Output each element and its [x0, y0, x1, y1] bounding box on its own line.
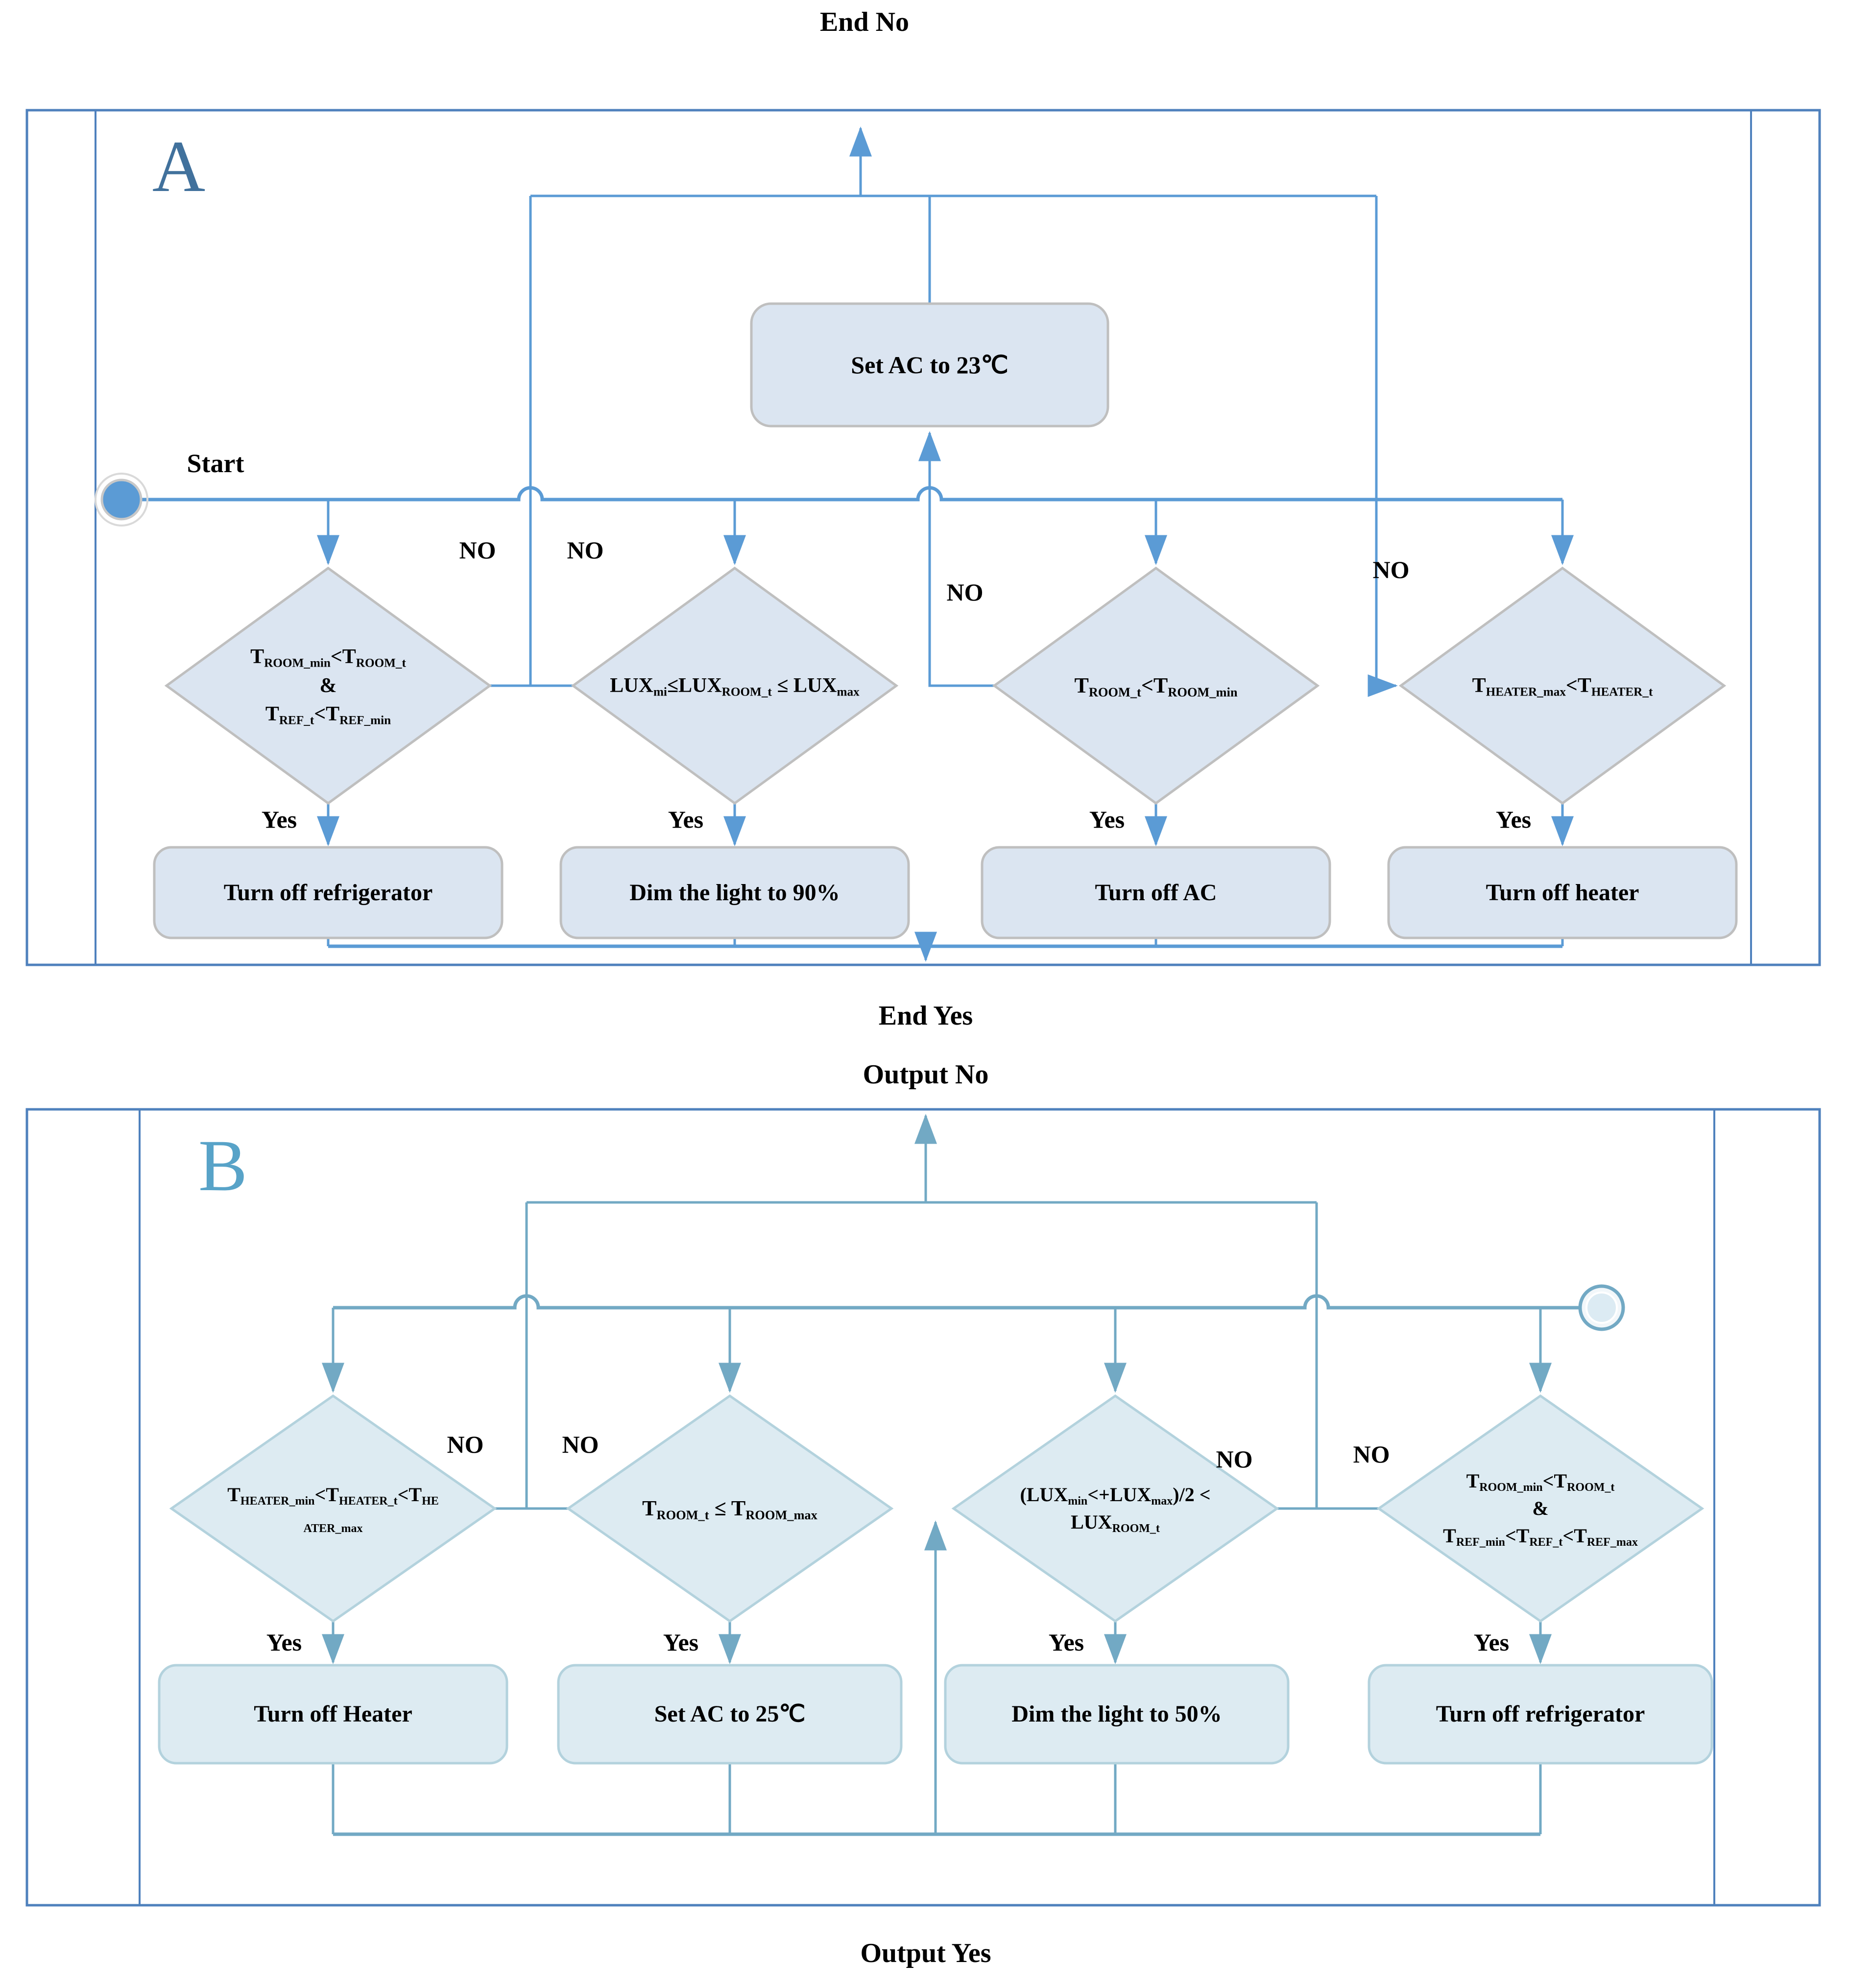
action-a2-shape — [559, 846, 910, 939]
panel-b-border — [25, 1108, 1821, 1907]
action-a1-shape — [153, 846, 504, 939]
action-b2-label: Set AC to 25℃ — [654, 1701, 806, 1727]
action-b3-shape — [944, 1664, 1290, 1765]
no-label-b1: NO — [447, 1431, 484, 1458]
action-a3-label: Turn off AC — [1095, 879, 1217, 906]
yes-label-a4: Yes — [1495, 806, 1532, 833]
action-a4-label: Turn off heater — [1486, 879, 1639, 906]
decision-a2-label: LUXmi≤LUXROOM_t ≤ LUXmax — [610, 674, 860, 699]
action-a3-shape — [981, 846, 1331, 939]
action-b1-label: Turn off Heater — [254, 1701, 412, 1727]
action-b2-shape — [557, 1664, 903, 1765]
action-b3-label: Dim the light to 50% — [1011, 1701, 1222, 1727]
start-node — [100, 479, 143, 521]
decision-b4-label: TROOM_min<TROOM_t&TREF_min<TREF_t<TREF_m… — [1443, 1470, 1638, 1549]
yes-label-a1: Yes — [261, 806, 297, 833]
yes-label-b4: Yes — [1473, 1629, 1510, 1656]
yes-label-b3: Yes — [1048, 1629, 1084, 1656]
panel-b — [25, 1108, 1821, 1907]
decision-b2-shape — [566, 1394, 894, 1623]
action-a4-shape — [1387, 846, 1738, 939]
no-label-a1: NO — [459, 536, 496, 564]
no-label-a3: NO — [946, 578, 984, 606]
action-a2-label: Dim the light to 90% — [629, 879, 840, 906]
yes-label-b1: Yes — [266, 1629, 302, 1656]
action-b1-shape — [158, 1664, 508, 1765]
panel-a-letter: A — [152, 126, 206, 207]
output-yes-label: Output Yes — [860, 1938, 991, 1968]
no-label-b2: NO — [562, 1431, 599, 1458]
yes-label-a2: Yes — [668, 806, 704, 833]
yes-label-b2: Yes — [663, 1629, 699, 1656]
no-label-b4: NO — [1353, 1440, 1390, 1468]
action-a1-label: Turn off refrigerator — [223, 879, 433, 906]
panel-a — [25, 109, 1821, 966]
end-no-label: End No — [819, 6, 910, 37]
b-start-line — [333, 1294, 1580, 1310]
decision-a3-label: TROOM_t<TROOM_min — [1074, 673, 1238, 700]
action-b4-label: Turn off refrigerator — [1436, 1701, 1645, 1727]
decision-a3-shape — [992, 566, 1320, 805]
decision-a2-shape — [571, 566, 899, 805]
decision-b2-label: TROOM_t ≤ TROOM_max — [642, 1496, 817, 1523]
setac-23-box — [750, 302, 1109, 428]
decision-a1-shape — [164, 566, 492, 805]
decision-a4-shape — [1398, 566, 1727, 805]
end-yes-label: End Yes — [878, 1000, 973, 1031]
decision-b3-shape — [951, 1394, 1279, 1623]
yes-label-a3: Yes — [1089, 806, 1125, 833]
decision-a1-label: TROOM_min<TROOM_t&TREF_t<TREF_min — [250, 645, 406, 727]
start-label: Start — [187, 449, 244, 479]
panel-b-letter: B — [198, 1125, 248, 1206]
decision-b1-shape — [169, 1394, 497, 1623]
no-label-a4: NO — [1372, 556, 1410, 583]
decision-a4-label: THEATER_max<THEATER_t — [1472, 674, 1653, 699]
no-label-a2: NO — [567, 536, 604, 564]
decision-b3-label: (LUXmin<+LUXmax)/2 <LUXROOM_t — [1020, 1484, 1211, 1535]
end-node-b-inner — [1585, 1292, 1618, 1324]
start-node-ring — [95, 473, 148, 527]
no-label-b3: NO — [1216, 1445, 1253, 1473]
panel-a-border — [25, 109, 1821, 966]
setac-23-label: Set AC to 23℃ — [851, 351, 1009, 379]
decision-b4-shape — [1376, 1394, 1705, 1623]
a-d3-no-to-setac — [918, 431, 994, 687]
a-start-line — [142, 486, 1562, 502]
output-no-label: Output No — [863, 1059, 989, 1090]
action-b4-shape — [1368, 1664, 1713, 1765]
